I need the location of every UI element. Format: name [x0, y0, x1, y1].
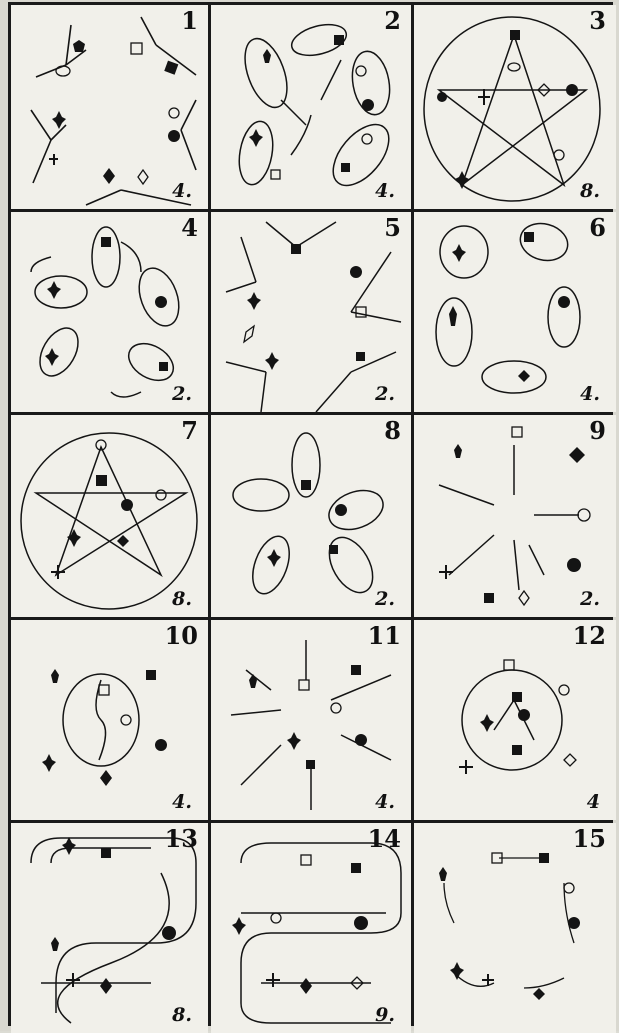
panel-15: 15 — [414, 823, 616, 1033]
panel-number: 2 — [384, 9, 401, 33]
panel-number: 6 — [589, 216, 606, 240]
panel-figure-count: 4. — [375, 793, 395, 812]
panel-figure-count: 2. — [375, 385, 395, 404]
panel-15-diagram — [414, 823, 616, 1033]
panel-figure-count: 4. — [375, 182, 395, 201]
panel-8-diagram — [211, 415, 411, 617]
panel-figure-count: 4. — [580, 385, 600, 404]
diamond-icon — [103, 168, 115, 184]
panel-13-diagram — [11, 823, 208, 1033]
panel-figure-count: 2. — [580, 590, 600, 609]
panel-8: 8 2. — [211, 415, 411, 617]
panel-2: 2 4. — [211, 5, 411, 209]
panel-1: 1 4. — [11, 5, 208, 209]
panel-figure-count: 8. — [580, 182, 600, 201]
panel-number: 5 — [384, 216, 401, 240]
panel-4: 4 2. — [11, 212, 208, 412]
panel-5-diagram — [211, 212, 411, 412]
panel-11: 11 4. — [211, 620, 411, 820]
panel-figure-count: 4 — [587, 793, 600, 812]
panel-10-diagram — [11, 620, 208, 820]
panel-figure-count: 8. — [172, 1006, 192, 1025]
panel-figure-count: 9. — [375, 1006, 395, 1025]
panel-number: 7 — [181, 419, 198, 443]
panel-7: 7 8. — [11, 415, 208, 617]
panel-number: 14 — [368, 827, 401, 851]
panel-grid: 1 4. — [8, 2, 613, 1026]
panel-number: 1 — [181, 9, 198, 33]
panel-7-diagram — [11, 415, 208, 617]
panel-9-diagram — [414, 415, 616, 617]
panel-number: 12 — [573, 624, 606, 648]
panel-11-diagram — [211, 620, 411, 820]
panel-12: 12 4 — [414, 620, 616, 820]
panel-2-diagram — [211, 5, 411, 209]
panel-1-diagram — [11, 5, 208, 209]
panel-figure-count: 4. — [172, 793, 192, 812]
panel-figure-count: 2. — [172, 385, 192, 404]
panel-number: 13 — [165, 827, 198, 851]
panel-number: 8 — [384, 419, 401, 443]
square-icon — [164, 61, 178, 75]
panel-13: 13 8. — [11, 823, 208, 1033]
panel-figure-count: 4. — [172, 182, 192, 201]
circle-icon — [168, 130, 180, 142]
cross-icon — [53, 154, 55, 165]
panel-6-diagram — [414, 212, 616, 412]
panel-number: 9 — [589, 419, 606, 443]
panel-3-diagram — [414, 5, 616, 209]
panel-number: 4 — [181, 216, 198, 240]
panel-number: 3 — [589, 9, 606, 33]
crown-icon — [73, 40, 85, 52]
panel-14-diagram — [211, 823, 411, 1033]
panel-number: 10 — [165, 624, 198, 648]
panel-9: 9 2. — [414, 415, 616, 617]
panel-4-diagram — [11, 212, 208, 412]
panel-number: 15 — [573, 827, 606, 851]
panel-12-diagram — [414, 620, 616, 820]
panel-3: 3 8. — [414, 5, 616, 209]
panel-6: 6 4. — [414, 212, 616, 412]
panel-figure-count: 2. — [375, 590, 395, 609]
panel-14: 14 9. — [211, 823, 411, 1033]
panel-5: 5 2. — [211, 212, 411, 412]
panel-10: 10 4. — [11, 620, 208, 820]
panel-number: 11 — [368, 624, 401, 648]
panel-figure-count: 8. — [172, 590, 192, 609]
